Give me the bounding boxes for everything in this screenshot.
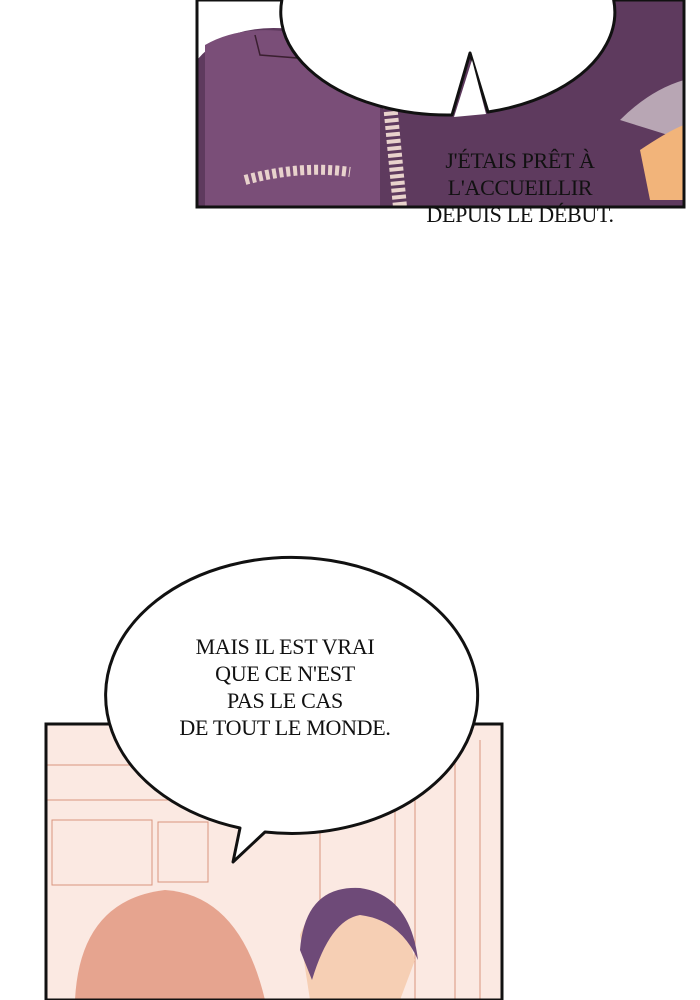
bubble-1-line: J'ÉTAIS PRÊT À bbox=[445, 148, 595, 173]
speech-bubble-1-shape bbox=[279, 0, 617, 117]
bubble-2-line: DE TOUT LE MONDE. bbox=[179, 715, 391, 740]
bubble-2-line: MAIS IL EST VRAI bbox=[195, 634, 375, 659]
speech-bubble-1-text: J'ÉTAIS PRÊT À L'ACCUEILLIR DEPUIS LE DÉ… bbox=[380, 147, 660, 228]
speech-bubble-2-text: MAIS IL EST VRAI QUE CE N'EST PAS LE CAS… bbox=[135, 633, 435, 741]
speech-bubble-2-shape bbox=[104, 555, 480, 864]
bubble-2-line: QUE CE N'EST bbox=[215, 661, 355, 686]
bubble-1-line: L'ACCUEILLIR bbox=[447, 175, 593, 200]
bubble-2-line: PAS LE CAS bbox=[226, 688, 343, 713]
bubble-1-line: DEPUIS LE DÉBUT. bbox=[426, 202, 614, 227]
